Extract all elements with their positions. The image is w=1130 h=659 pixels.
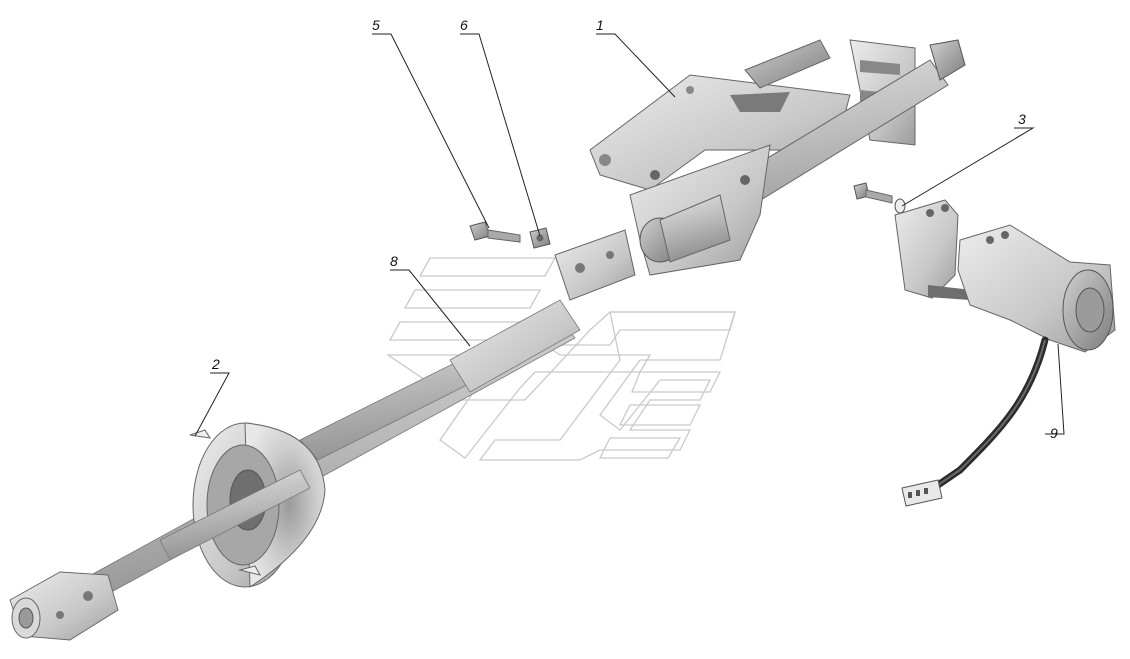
leader-6	[460, 33, 541, 237]
intermediate-shaft	[59, 299, 581, 613]
callout-5: 5	[372, 17, 380, 33]
lower-universal-joint	[9, 571, 119, 641]
leader-5	[372, 33, 490, 229]
callout-3: 3	[1018, 111, 1026, 127]
leader-1	[596, 33, 676, 98]
leader-lines	[194, 33, 1065, 437]
upper-universal-joint	[554, 144, 771, 301]
leader-2	[194, 372, 230, 437]
ignition-switch-assembly	[894, 199, 1116, 353]
nut	[529, 227, 551, 249]
callout-9: 9	[1050, 425, 1058, 441]
ignition-wiring-harness	[901, 336, 1049, 507]
leader-8	[390, 269, 471, 347]
leader-9	[1045, 343, 1065, 435]
shaft-through-boot	[159, 469, 311, 561]
callout-2: 2	[211, 356, 220, 372]
leader-3	[901, 127, 1035, 207]
callout-6: 6	[460, 17, 468, 33]
callout-8: 8	[390, 253, 398, 269]
watermark-logo	[385, 257, 736, 461]
bolt	[469, 221, 521, 243]
callout-1: 1	[596, 17, 604, 33]
switch-bolt-and-washer	[853, 182, 906, 214]
